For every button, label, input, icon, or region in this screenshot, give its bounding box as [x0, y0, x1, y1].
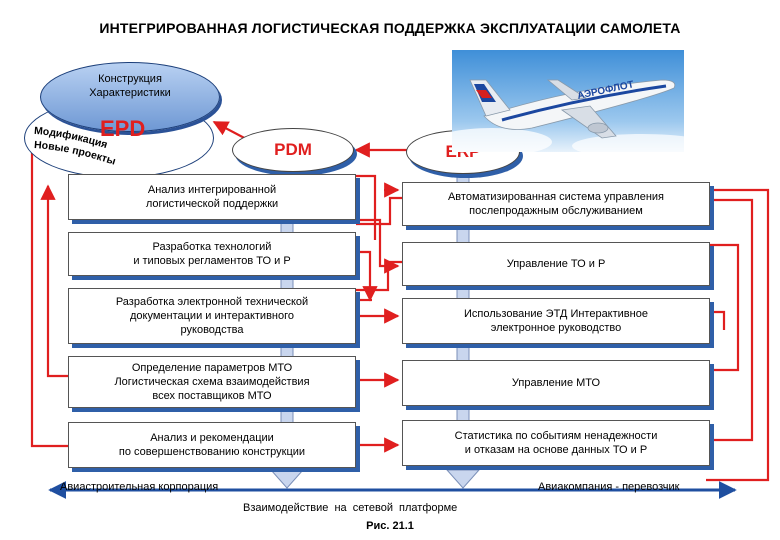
- right-box-reliability-statistics: Статистика по событиям ненадежности и от…: [402, 420, 710, 466]
- manufacturer-label: Авиастроительная корпорация: [60, 481, 219, 493]
- left-box-ils-analysis: Анализ интегрированной логистической под…: [68, 174, 356, 220]
- left-box-maintenance-regulations: Разработка технологий и типовых регламен…: [68, 232, 356, 276]
- left-box-design-recommendations: Анализ и рекомендации по совершенствован…: [68, 422, 356, 468]
- left-box-electronic-documentation: Разработка электронной технической докум…: [68, 288, 356, 344]
- design-characteristics-label: Конструкция Характеристики: [89, 73, 171, 99]
- right-box-aftersales-system: Автоматизированная система управления по…: [402, 182, 710, 226]
- pdm-label: PDM: [274, 140, 312, 159]
- airplane-image: АЭРОФЛОТ: [452, 50, 684, 152]
- right-box-maintenance-management: Управление ТО и Р: [402, 242, 710, 286]
- figure-caption: Рис. 21.1: [366, 520, 414, 532]
- design-bubble: [40, 62, 220, 132]
- network-platform-label: Взаимодействие на сетевой платформе: [243, 502, 458, 514]
- right-box-etd-usage: Использование ЭТД Интерактивное электрон…: [402, 298, 710, 344]
- diagram-title: ИНТЕГРИРОВАННАЯ ЛОГИСТИЧЕСКАЯ ПОДДЕРЖКА …: [99, 20, 681, 36]
- pdm-oval: PDM: [232, 128, 354, 172]
- left-box-supply-parameters: Определение параметров МТО Логистическая…: [68, 356, 356, 408]
- airline-label: Авиакомпания - перевозчик: [538, 481, 680, 493]
- right-box-supply-management: Управление МТО: [402, 360, 710, 406]
- epd-label: EPD: [100, 116, 146, 141]
